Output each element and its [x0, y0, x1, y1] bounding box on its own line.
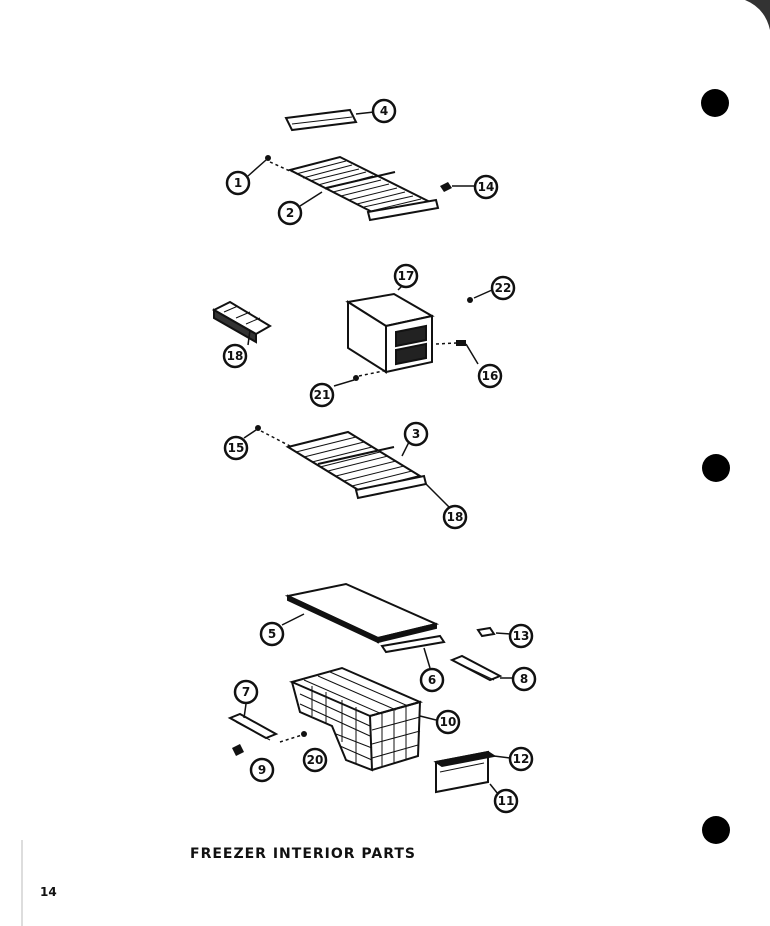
leader-21-dash: [358, 369, 389, 377]
binder-hole-top: [701, 89, 729, 117]
part-1-clip: [265, 155, 271, 161]
callout-5: 5: [259, 621, 285, 647]
part-14-clip: [440, 182, 452, 192]
callout-15: 15: [223, 435, 249, 461]
leader-15-dash: [260, 430, 291, 447]
part-21-screw: [353, 375, 359, 381]
callout-9: 9: [249, 757, 275, 783]
svg-text:18: 18: [447, 510, 464, 524]
part-10-wire-basket: [289, 666, 423, 772]
binder-hole-middle: [702, 454, 730, 482]
callout-16: 16: [477, 363, 503, 389]
part-17-ice-compartment: [345, 292, 435, 374]
svg-text:15: 15: [228, 441, 245, 455]
part-11-drawer-front: [433, 750, 497, 794]
svg-text:7: 7: [242, 685, 250, 699]
diagram-title: FREEZER INTERIOR PARTS: [190, 846, 417, 862]
callout-22: 22: [490, 275, 516, 301]
svg-text:14: 14: [478, 180, 495, 194]
part-4-trim: [284, 108, 358, 132]
svg-text:2: 2: [286, 206, 294, 220]
part-13-stop: [476, 626, 496, 638]
svg-text:22: 22: [495, 281, 512, 295]
callout-12: 12: [508, 746, 534, 772]
svg-text:1: 1: [234, 176, 242, 190]
part-18-ice-tray: [211, 300, 272, 344]
leader-lines: [243, 111, 512, 795]
svg-text:9: 9: [258, 763, 266, 777]
page-number: 14: [40, 885, 57, 899]
binder-hole-bottom: [702, 816, 730, 844]
svg-text:18: 18: [227, 349, 244, 363]
part-22-screw: [467, 297, 473, 303]
callout-18-tray: 18: [222, 343, 248, 369]
callout-18-shelf: 18: [442, 504, 468, 530]
callout-21: 21: [309, 382, 335, 408]
svg-text:21: 21: [314, 388, 331, 402]
callout-17: 17: [393, 263, 419, 289]
leader-20-dash: [279, 734, 303, 743]
svg-text:5: 5: [268, 627, 276, 641]
svg-text:13: 13: [513, 629, 530, 643]
part-6-front-trim: [380, 634, 446, 654]
svg-text:4: 4: [380, 104, 388, 118]
part-8-slide: [449, 654, 503, 682]
svg-text:16: 16: [482, 369, 499, 383]
part-9-bracket: [232, 744, 244, 756]
callout-3: 3: [403, 421, 429, 447]
callout-7: 7: [233, 679, 259, 705]
callout-1: 1: [225, 170, 251, 196]
svg-text:6: 6: [428, 673, 436, 687]
part-2-wire-shelf: [287, 155, 440, 222]
page-corner-mark: [745, 0, 770, 30]
callout-10: 10: [435, 709, 461, 735]
callout-6: 6: [419, 667, 445, 693]
svg-text:11: 11: [498, 794, 515, 808]
part-16-bracket: [456, 340, 466, 346]
svg-text:17: 17: [398, 269, 415, 283]
svg-text:10: 10: [440, 715, 457, 729]
leader-16-dash: [435, 342, 457, 345]
svg-text:12: 12: [513, 752, 530, 766]
leader-1-dash: [269, 161, 293, 173]
part-3-wire-shelf: [285, 430, 428, 500]
part-7-slide: [227, 712, 279, 741]
callout-11: 11: [493, 788, 519, 814]
callout-4: 4: [371, 98, 397, 124]
callout-14: 14: [473, 174, 499, 200]
part-5-cover-panel: [284, 582, 440, 644]
svg-text:8: 8: [520, 672, 528, 686]
callout-20: 20: [302, 747, 328, 773]
svg-text:20: 20: [307, 753, 324, 767]
callout-8: 8: [511, 666, 537, 692]
callout-13: 13: [508, 623, 534, 649]
callout-2: 2: [277, 200, 303, 226]
svg-text:3: 3: [412, 427, 420, 441]
part-20-screw: [301, 731, 307, 737]
part-15-clip: [255, 425, 261, 431]
